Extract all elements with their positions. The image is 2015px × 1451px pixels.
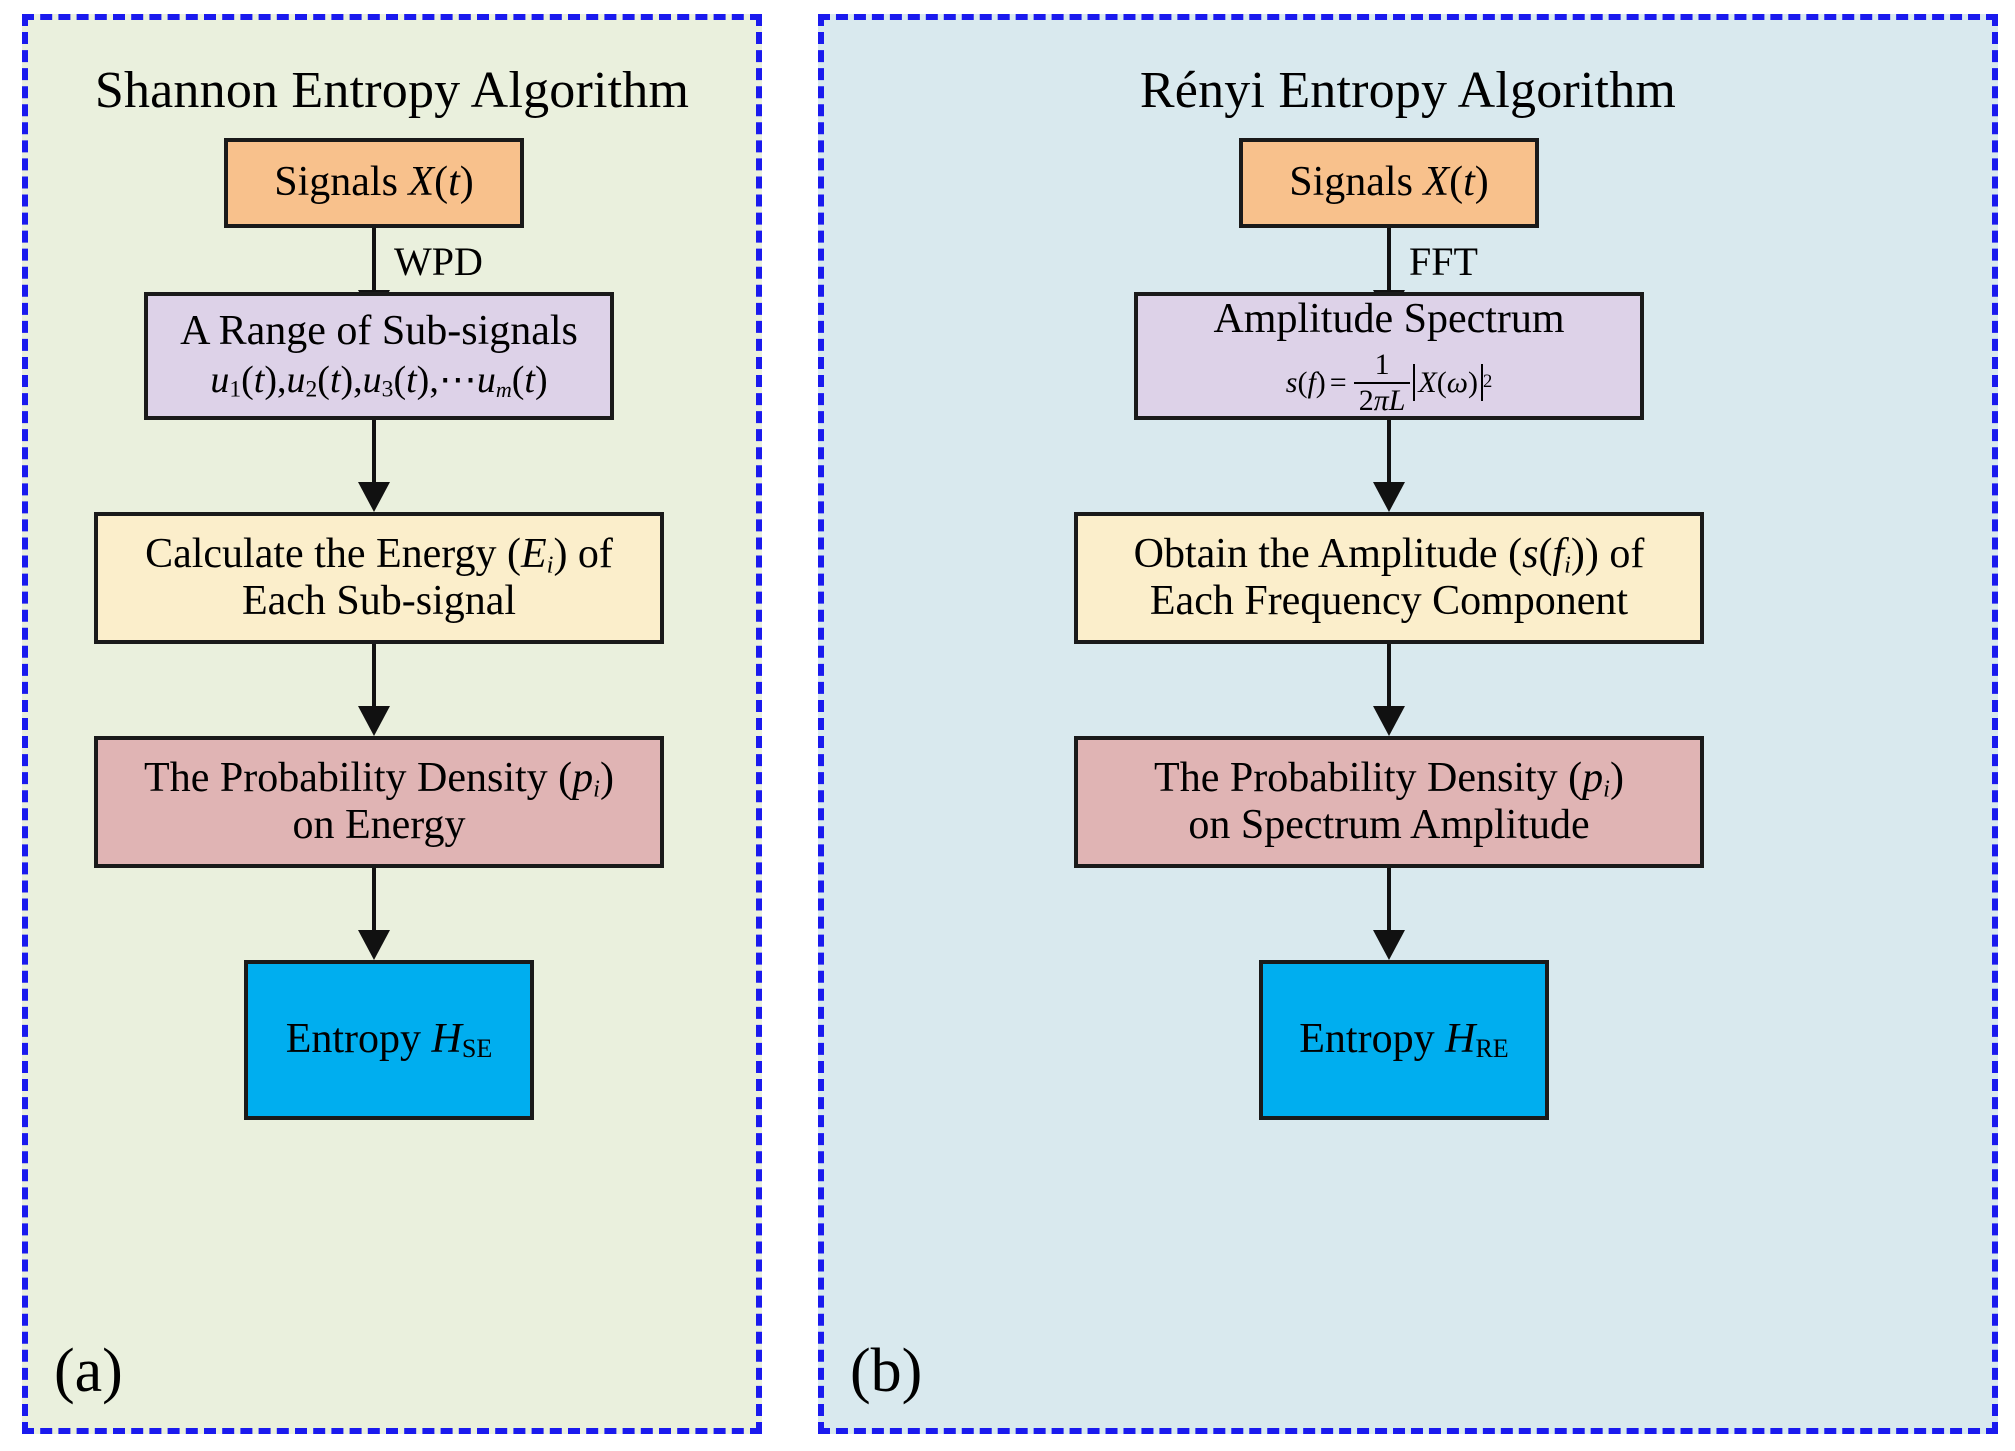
node-probability-b: The Probability Density (pi) on Spectrum… — [1074, 736, 1704, 868]
arrow-spectrum-to-amplitude-b — [1359, 420, 1419, 512]
node-entropy-a: Entropy HSE — [244, 960, 534, 1120]
node-amplitude-b-line1: Obtain the Amplitude (s(fi)) of — [1133, 530, 1645, 579]
arrow-amplitude-to-probability-b — [1359, 644, 1419, 736]
node-probability-b-line2: on Spectrum Amplitude — [1188, 802, 1590, 849]
arrow-subsignals-to-energy-a — [344, 420, 404, 512]
node-probability-a-line1: The Probability Density (pi) — [144, 754, 614, 803]
node-signals-b-label: Signals X(t) — [1289, 159, 1489, 206]
panel-shannon-entropy-algorithm: Shannon Entropy Algorithm Signals X(t) W… — [22, 14, 762, 1434]
node-amplitude-b: Obtain the Amplitude (s(fi)) of Each Fre… — [1074, 512, 1704, 644]
node-subsignals-a: A Range of Sub-signals u1(t),u2(t),u3(t)… — [144, 292, 614, 420]
node-probability-b-line1: The Probability Density (pi) — [1154, 754, 1624, 803]
node-entropy-a-label: Entropy HSE — [285, 1016, 493, 1064]
arrow-energy-to-probability-a — [344, 644, 404, 736]
node-subsignals-a-title: A Range of Sub-signals — [180, 308, 578, 355]
node-probability-a-line2: on Energy — [292, 802, 466, 849]
node-entropy-b: Entropy HRE — [1259, 960, 1549, 1120]
node-amplitude-b-line2: Each Frequency Component — [1149, 578, 1629, 625]
edge-label-wpd: WPD — [394, 239, 483, 284]
node-spectrum-b-title: Amplitude Spectrum — [1213, 295, 1565, 342]
panel-a-tag: (a) — [54, 1337, 123, 1405]
node-energy-a: Calculate the Energy (Ei) of Each Sub-si… — [94, 512, 664, 644]
node-entropy-b-label: Entropy HRE — [1299, 1016, 1509, 1064]
node-probability-a: The Probability Density (pi) on Energy — [94, 736, 664, 868]
panel-b-title: Rényi Entropy Algorithm — [1139, 62, 1677, 119]
node-energy-a-line1: Calculate the Energy (Ei) of — [145, 530, 613, 579]
edge-label-fft: FFT — [1409, 239, 1478, 284]
panel-renyi-entropy-algorithm: Rényi Entropy Algorithm Signals X(t) FFT… — [818, 14, 1998, 1434]
node-signals-b: Signals X(t) — [1239, 138, 1539, 228]
node-energy-a-line2: Each Sub-signal — [241, 578, 517, 625]
node-signals-a: Signals X(t) — [224, 138, 524, 228]
panel-b-tag: (b) — [850, 1337, 923, 1405]
node-subsignals-a-formula: u1(t),u2(t),u3(t),⋯um(t) — [210, 359, 548, 404]
arrow-probability-to-entropy-a — [344, 868, 404, 960]
arrow-probability-to-entropy-b — [1359, 868, 1419, 960]
node-signals-a-label: Signals X(t) — [274, 159, 474, 206]
panel-a-title: Shannon Entropy Algorithm — [94, 62, 690, 119]
